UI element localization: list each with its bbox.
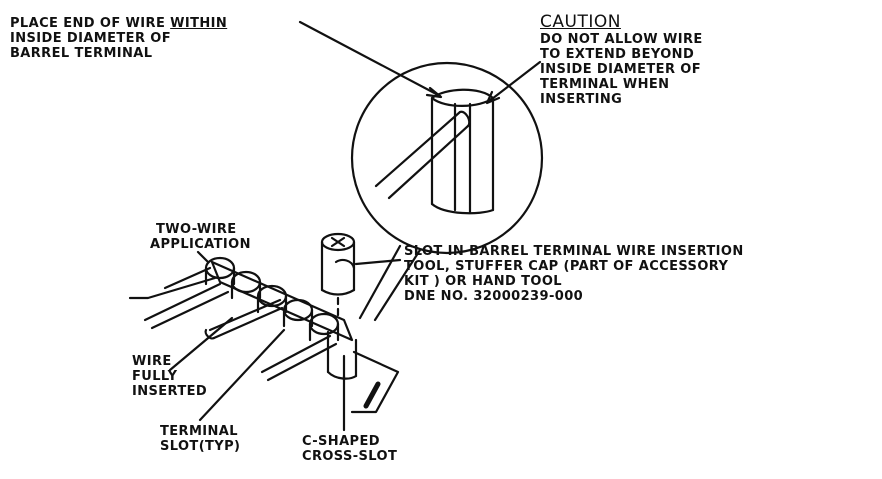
caution-title: CAUTION <box>540 12 621 32</box>
wire-inserted-line3: INSERTED <box>132 384 208 399</box>
leader-place-end <box>300 22 440 96</box>
terminal-slot-line2: SLOT(TYP) <box>160 439 241 454</box>
magnify-line-left <box>360 246 400 318</box>
two-wire-line2: APPLICATION <box>150 237 251 252</box>
label-caution: CAUTION DO NOT ALLOW WIRE TO EXTEND BEYO… <box>540 12 703 107</box>
caution-line1: DO NOT ALLOW WIRE <box>540 32 703 47</box>
place-end-line1: PLACE END OF WIRE <box>10 16 171 31</box>
c-shaped-line2: CROSS-SLOT <box>302 449 398 464</box>
label-two-wire: TWO-WIRE APPLICATION <box>150 222 251 252</box>
caution-line3: INSIDE DIAMETER OF <box>540 62 702 77</box>
caution-line5: INSERTING <box>540 92 623 107</box>
caution-line4: TERMINAL WHEN <box>540 77 670 92</box>
detail-wire <box>376 112 460 186</box>
magnify-line-right <box>375 250 420 320</box>
leader-slot-tool <box>356 260 400 264</box>
place-end-line2: INSIDE DIAMETER OF <box>10 31 172 46</box>
label-c-shaped: C-SHAPED CROSS-SLOT <box>302 434 397 464</box>
slot-tool-line2: TOOL, STUFFER CAP (PART OF ACCESSORY <box>404 259 729 274</box>
caution-line2: TO EXTEND BEYOND <box>540 47 695 62</box>
wire-inserted-line2: FULLY <box>132 369 178 384</box>
place-end-emphasis: WITHIN <box>170 16 228 31</box>
two-wire-line1: TWO-WIRE <box>156 222 237 237</box>
label-slot-tool: SLOT IN BARREL TERMINAL WIRE INSERTION T… <box>404 244 744 304</box>
label-wire-inserted: WIRE FULLY INSERTED <box>132 354 207 399</box>
label-place-end: PLACE END OF WIRE WITHIN INSIDE DIAMETER… <box>10 16 227 61</box>
leader-caution <box>488 62 540 102</box>
slot-tool-line1: SLOT IN BARREL TERMINAL WIRE INSERTION <box>404 244 744 259</box>
label-terminal-slot: TERMINAL SLOT(TYP) <box>160 424 240 454</box>
slot-tool-line4: DNE NO. 32000239-000 <box>404 289 584 304</box>
inserted-wire-1 <box>210 300 280 330</box>
strip-tail <box>352 352 398 412</box>
two-wire-lead-a <box>165 268 210 288</box>
terminal-slot-line1: TERMINAL <box>160 424 238 439</box>
c-shaped-cross-slot <box>328 332 356 376</box>
c-shaped-line1: C-SHAPED <box>302 434 380 449</box>
leader-terminal-slot <box>200 330 284 420</box>
cross-slot-wire <box>262 336 330 372</box>
place-end-line3: BARREL TERMINAL <box>10 46 153 61</box>
wire-inserted-line1: WIRE <box>132 354 172 369</box>
leader-wire-inserted <box>170 318 232 370</box>
magnified-detail-circle <box>352 63 542 253</box>
slot-tool-line3: KIT ) OR HAND TOOL <box>404 274 562 289</box>
